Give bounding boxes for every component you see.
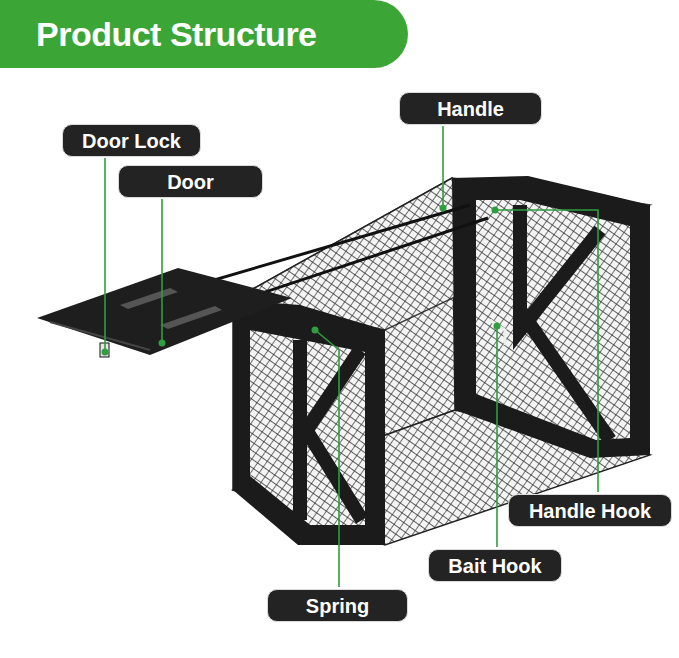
leader-line — [315, 330, 339, 587]
title-banner: Product Structure — [0, 0, 408, 68]
door-slot — [120, 288, 178, 309]
part-label-box: Spring — [267, 589, 408, 622]
part-label-box: Handle Hook — [508, 494, 672, 527]
back-panel-window — [476, 200, 630, 440]
part-name: Bait Hook — [448, 555, 541, 577]
part-name: Handle — [437, 98, 504, 120]
leader-line — [104, 158, 106, 352]
back-panel-bars — [520, 205, 610, 440]
back-panel — [452, 176, 650, 458]
leader-dot — [494, 323, 501, 330]
title-text: Product Structure — [36, 15, 317, 54]
door-slot — [160, 306, 222, 329]
part-label-box: Door Lock — [62, 124, 201, 157]
part-name: Spring — [306, 595, 369, 617]
part-name: Handle Hook — [529, 500, 651, 522]
door-plate — [37, 268, 292, 355]
part-name: Door — [167, 171, 214, 193]
leader-line — [161, 199, 163, 343]
leader-dot — [159, 340, 166, 347]
front-panel-window — [250, 330, 365, 525]
front-panel — [233, 300, 385, 545]
part-label-box: Door — [118, 165, 263, 198]
leader-dots — [102, 205, 501, 356]
leader-dot — [312, 327, 319, 334]
front-panel-bars — [300, 340, 362, 520]
part-label-box: Handle — [399, 92, 542, 125]
handle-rod — [180, 205, 470, 290]
leader-dot — [440, 205, 447, 212]
leader-dot — [102, 349, 109, 356]
leader-line — [496, 326, 498, 547]
part-name: Door Lock — [82, 130, 181, 152]
leader-line — [495, 210, 598, 492]
part-label-box: Bait Hook — [428, 549, 562, 582]
leader-line — [442, 126, 444, 208]
leader-dot — [492, 207, 499, 214]
